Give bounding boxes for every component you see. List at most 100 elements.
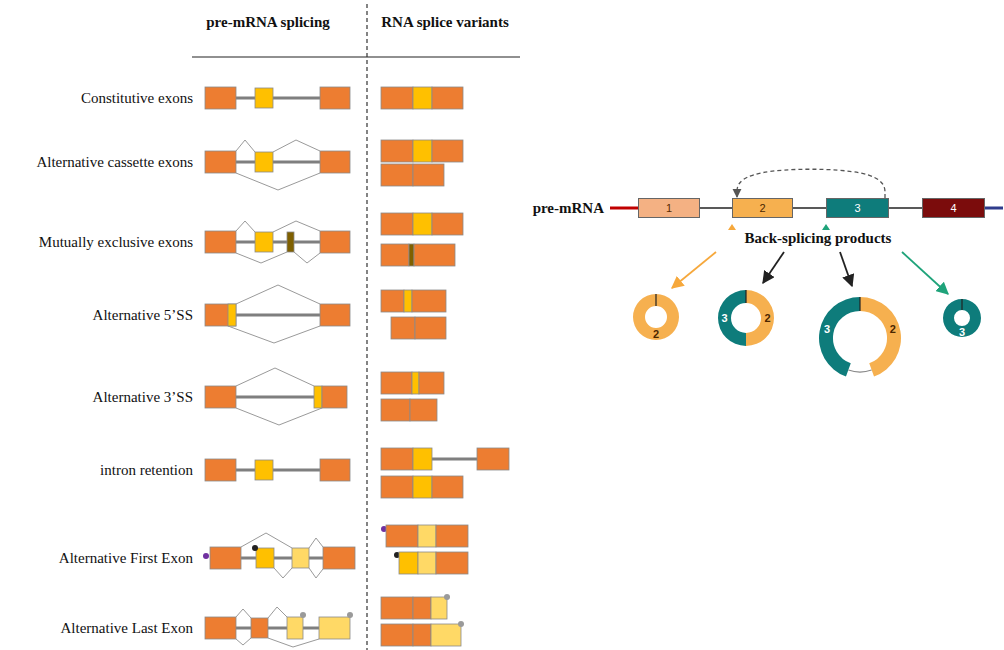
exon-box [314,386,322,408]
exon-box [404,290,412,312]
end-dot [458,621,464,627]
exon-arc [633,294,679,340]
exon-box [386,525,418,547]
exon-box [256,548,274,568]
exon-box [432,213,463,235]
exon-box: 4 [922,198,985,218]
exon-number: 2 [759,203,765,214]
exon-box [205,459,236,481]
exon-box [413,164,444,186]
splice-arc [294,252,320,263]
exon-box [432,476,463,498]
exon-box [399,552,418,574]
splice-arc [309,538,323,548]
exon-box [381,87,413,109]
junction-tick [859,297,860,311]
exon-box [432,87,463,109]
exon-box [413,597,431,619]
exon-number: 3 [824,324,830,335]
product-arrow [672,252,716,288]
product-arrow [763,252,784,283]
row-label: Alternative Last Exon [61,620,193,637]
exon-box [414,244,455,266]
exon-box [255,88,273,108]
junction-marker [728,224,736,230]
exon-box [413,213,432,235]
exon-box [381,372,412,394]
exon-number: 3 [721,313,727,324]
exon-box [418,552,436,574]
product-arrow [840,252,852,286]
row-label: Alternative 3’SS [93,389,193,406]
intron-line [241,557,323,560]
exon-box [413,624,431,646]
exon-box [255,232,273,252]
exon-box [413,87,432,109]
exon-box [287,617,303,639]
end-dot [203,553,209,559]
exon-box: 2 [732,198,793,218]
exon-number: 1 [666,203,672,214]
exon-box [419,372,444,394]
splice-arc [236,140,255,152]
exon-box [205,87,236,109]
exon-box [322,386,347,408]
exon-box [292,548,309,568]
exon-number: 2 [764,313,770,324]
exon-number: 2 [653,329,659,340]
ring-outline [817,295,903,381]
circrna-ring: 32 [817,295,903,381]
row-label: intron retention [100,462,193,479]
intron-line [236,396,314,399]
exon-number: 3 [854,203,860,214]
junction-marker [822,224,830,230]
exon-box [381,290,404,312]
exon-box [205,386,236,408]
exon-box [381,476,413,498]
splice-arc [236,221,255,232]
circrna-ring: 32 [716,288,776,348]
exon-box [413,140,432,162]
exon-box [381,164,413,186]
exon-box: 3 [826,198,889,218]
intron-line [610,207,640,210]
splice-arc [268,607,287,618]
splice-arc [236,609,251,618]
exon-box [205,304,236,326]
exon-box [205,231,236,253]
exon-box [381,140,413,162]
intron-line [366,4,367,650]
exon-arc [819,297,860,377]
end-dot [444,594,450,600]
exon-box [436,525,468,547]
exon-number: 4 [950,203,956,214]
intron-arc [848,369,872,372]
exon-box [210,547,241,569]
exon-box [412,372,419,394]
exon-box [431,624,461,646]
splice-arc [274,568,292,578]
end-dot [347,612,353,618]
intron-line [236,314,320,317]
intron-line [236,469,320,472]
intron-line [236,627,251,630]
splice-arc [236,638,251,645]
exon-box [412,290,446,312]
exon-arc [943,299,981,337]
exon-box [319,617,350,639]
exon-number: 3 [959,326,965,337]
row-label: Mutually exclusive exons [39,234,193,251]
exon-box [381,244,409,266]
exon-box [381,213,413,235]
splice-arc [236,252,287,263]
exon-box [436,552,468,574]
intron-line [236,97,320,100]
exon-box [320,304,350,326]
exon-box [320,459,350,481]
exon-box [413,448,432,470]
end-dot [252,545,258,551]
row-label: Alternative First Exon [59,550,193,567]
exon-box [418,525,436,547]
exon-box [255,152,273,172]
intron-line [303,627,319,630]
